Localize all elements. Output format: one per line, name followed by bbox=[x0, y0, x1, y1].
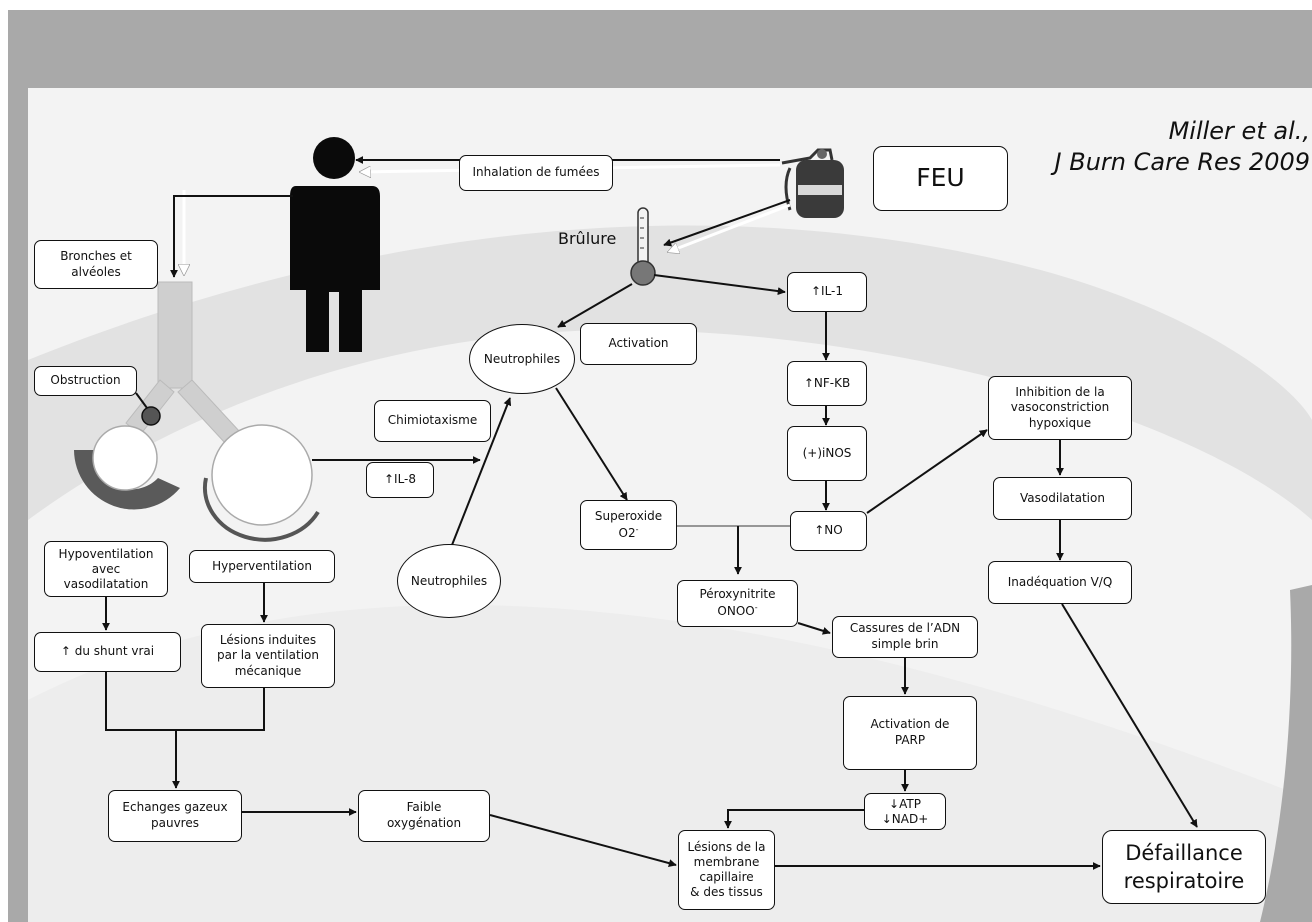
nfkb-box: ↑NF-KB bbox=[787, 361, 867, 406]
obstruction-box: Obstruction bbox=[34, 366, 137, 396]
citation-journal: J Burn Care Res 2009 bbox=[1054, 148, 1310, 177]
il8-box: ↑IL-8 bbox=[366, 462, 434, 498]
peroxynitrite-line1: Péroxynitrite bbox=[699, 587, 776, 602]
lesions-ventilation-box: Lésions induites par la ventilation méca… bbox=[201, 624, 335, 688]
inos-box: (+)iNOS bbox=[787, 426, 867, 481]
thermometer-icon bbox=[630, 207, 656, 286]
neutrophiles-top-node: Neutrophiles bbox=[469, 324, 575, 394]
superoxide-line1: Superoxide bbox=[594, 508, 663, 523]
atp-box: ↓ATP ↓NAD+ bbox=[864, 793, 946, 830]
no-box: ↑NO bbox=[790, 511, 867, 551]
bronchi-icon bbox=[125, 281, 241, 445]
inhibition-box: Inhibition de la vasoconstriction hypoxi… bbox=[988, 376, 1132, 440]
peroxynitrite-box: Péroxynitrite ONOO- bbox=[677, 580, 798, 627]
shunt-box: ↑ du shunt vrai bbox=[34, 632, 181, 672]
superoxide-box: Superoxide O2- bbox=[580, 500, 677, 550]
citation-authors: Miller et al., bbox=[1168, 117, 1310, 145]
alveolus-right-icon bbox=[202, 424, 320, 542]
peroxynitrite-line2: ONOO- bbox=[717, 603, 757, 620]
peroxynitrite-charge: - bbox=[754, 603, 758, 612]
bronches-box: Bronches et alvéoles bbox=[34, 240, 158, 289]
feu-box: FEU bbox=[873, 146, 1008, 211]
inhalation-box: Inhalation de fumées bbox=[459, 155, 613, 191]
citation: Miller et al., J Burn Care Res 2009 bbox=[1055, 116, 1310, 178]
defaillance-box: Défaillance respiratoire bbox=[1102, 830, 1266, 904]
person-icon bbox=[290, 137, 380, 352]
hyperventilation-box: Hyperventilation bbox=[189, 550, 335, 583]
neutrophiles-bottom-node: Neutrophiles bbox=[397, 544, 501, 618]
top-band bbox=[8, 10, 1312, 88]
peroxynitrite-formula: ONOO bbox=[717, 604, 755, 618]
fire-extinguisher-icon bbox=[781, 148, 844, 218]
parp-box: Activation de PARP bbox=[843, 696, 977, 770]
lesions-membrane-box: Lésions de la membrane capillaire & des … bbox=[678, 830, 775, 910]
hypoventilation-box: Hypoventilation avec vasodilatation bbox=[44, 541, 168, 597]
superoxide-charge: - bbox=[635, 524, 639, 534]
brulure-label: Brûlure bbox=[558, 229, 617, 248]
flow-arrows bbox=[102, 156, 1198, 870]
faible-oxygenation-box: Faible oxygénation bbox=[358, 790, 490, 842]
vasodilatation-box: Vasodilatation bbox=[993, 477, 1132, 520]
inadequation-box: Inadéquation V/Q bbox=[988, 561, 1132, 604]
superoxide-line2: O2- bbox=[619, 525, 639, 542]
activation-box: Activation bbox=[580, 323, 697, 365]
chimiotaxisme-box: Chimiotaxisme bbox=[374, 400, 491, 442]
il1-box: ↑IL-1 bbox=[787, 272, 867, 312]
superoxide-formula: O2 bbox=[618, 525, 636, 540]
cassures-box: Cassures de l’ADN simple brin bbox=[832, 616, 978, 658]
right-curve bbox=[1260, 585, 1312, 922]
left-band bbox=[8, 88, 28, 922]
alveolus-left-icon bbox=[74, 425, 180, 510]
echanges-box: Echanges gazeux pauvres bbox=[108, 790, 242, 842]
